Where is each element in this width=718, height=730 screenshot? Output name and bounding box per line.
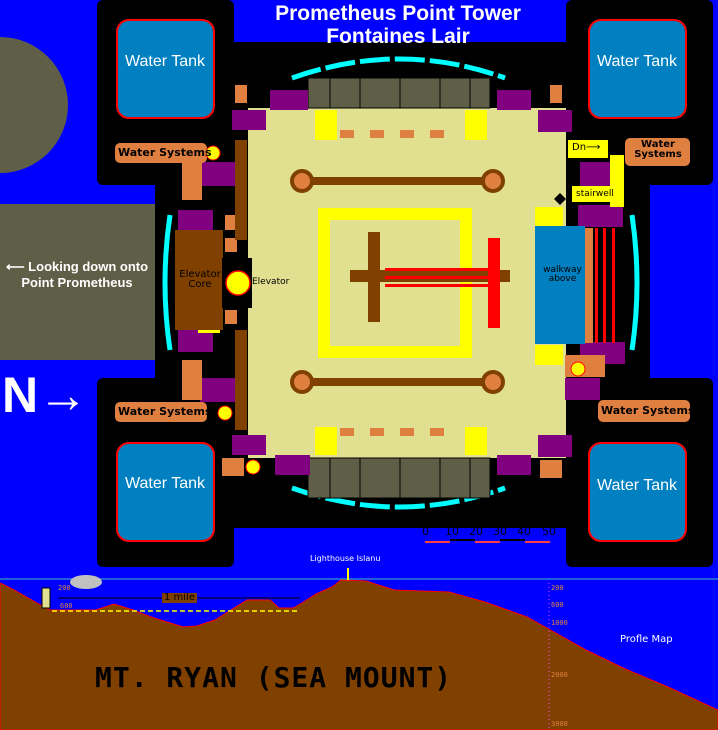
water-systems-bottom-left: Water Systems — [118, 405, 212, 418]
water-systems-top-right: Water Systems — [634, 139, 682, 160]
water-tank-bottom-left: Water Tank — [124, 475, 206, 492]
down-stairs-label: Dn⟶ — [572, 142, 601, 153]
depth-label: 600 — [60, 602, 73, 610]
mountain-label: MT. RYAN (SEA MOUNT) — [95, 661, 453, 694]
water-systems-top-left: Water Systems — [118, 146, 212, 159]
walkway-label: walkway above — [543, 265, 582, 284]
terrain-profile — [0, 579, 718, 730]
depth-label: 3000 — [551, 720, 568, 728]
title-line-2: Fontaines Lair — [326, 25, 470, 48]
scale-tick: 20 — [469, 525, 483, 538]
scale-tick: 40 — [517, 525, 531, 538]
elevator-core-label: Elevator Core — [179, 269, 221, 290]
elevator-car — [225, 270, 251, 296]
walkway-above — [535, 226, 585, 344]
elevator-core — [175, 230, 223, 330]
profile-map-label: Profle Map — [620, 634, 673, 645]
scale-tick: 0 — [422, 525, 429, 538]
looking-down-label: ⟵ Looking down onto Point Prometheus — [5, 259, 149, 290]
lighthouse-icon — [347, 568, 349, 580]
water-tank-bottom-right: Water Tank — [596, 477, 678, 494]
distance-label: 1 mile — [162, 592, 197, 603]
lighthouse-island-label: Lighthouse Islanu — [310, 554, 381, 563]
tower-profile-icon — [41, 587, 51, 609]
point-prometheus-land — [0, 37, 68, 173]
water-systems-bottom-right: Water Systems — [601, 404, 695, 417]
north-arrow: N→ — [2, 367, 89, 423]
depth-label: 1000 — [551, 619, 568, 627]
submarine-icon — [70, 575, 102, 589]
water-tank-top-right: Water Tank — [596, 53, 678, 70]
elevator-label: Elevator — [252, 277, 290, 287]
scale-tick: 10 — [445, 525, 459, 538]
main-floor — [248, 108, 566, 458]
title-line-1: Prometheus Point Tower — [275, 2, 521, 25]
scale-tick: 50 — [542, 525, 556, 538]
scale-tick: 30 — [493, 525, 507, 538]
depth-label: 200 — [58, 584, 71, 592]
stairwell-label: stairwell — [576, 189, 614, 199]
water-tank-top-left: Water Tank — [124, 53, 206, 70]
point-prometheus-pier — [0, 204, 158, 360]
depth-label: 600 — [551, 601, 564, 609]
depth-label: 200 — [551, 584, 564, 592]
depth-label: 2000 — [551, 671, 568, 679]
water-tanks — [116, 19, 687, 542]
